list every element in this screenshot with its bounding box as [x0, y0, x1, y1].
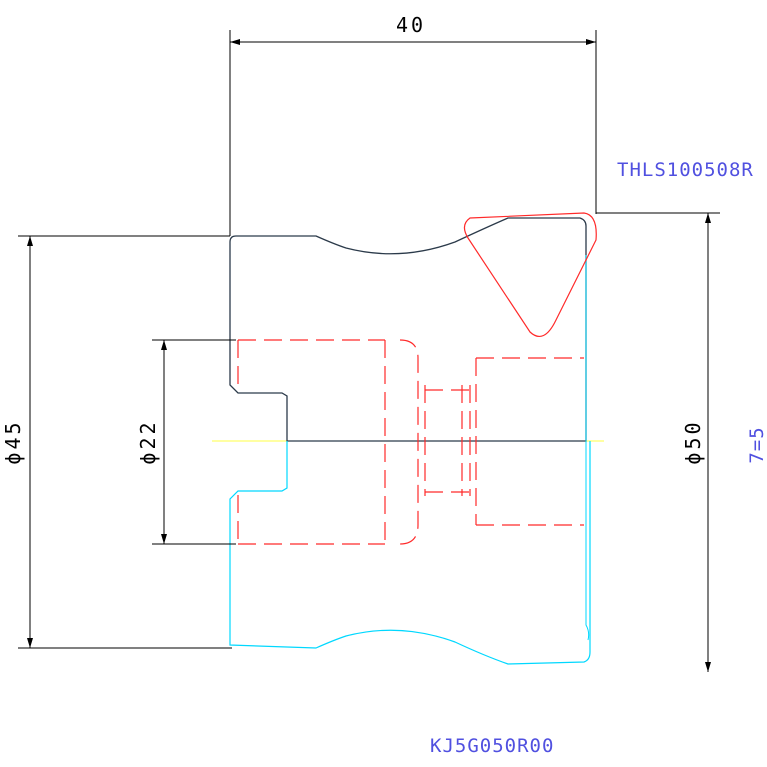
part-outline-lower: [229, 441, 591, 665]
dimension-dia-bore: [152, 339, 236, 545]
hidden-lines: [237, 339, 584, 545]
dimension-dia-right-label: ϕ50: [681, 419, 705, 464]
dimension-dia-outer-label: ϕ45: [1, 419, 25, 464]
dimension-dia-bore-label: ϕ22: [136, 419, 160, 464]
dimension-width-label: 40: [396, 13, 426, 37]
lower-groove-line: [585, 255, 590, 641]
tool-label-top: THLS100508R: [617, 159, 754, 181]
dimension-dia-right: [596, 212, 720, 672]
part-outline-upper: [229, 217, 587, 442]
dimension-dia-outer: [18, 235, 232, 649]
insert-outline: [463, 212, 597, 338]
dimension-width: [229, 30, 597, 236]
tool-label-bottom: KJ5G050R00: [430, 735, 554, 757]
side-note: 7=5: [746, 426, 767, 463]
